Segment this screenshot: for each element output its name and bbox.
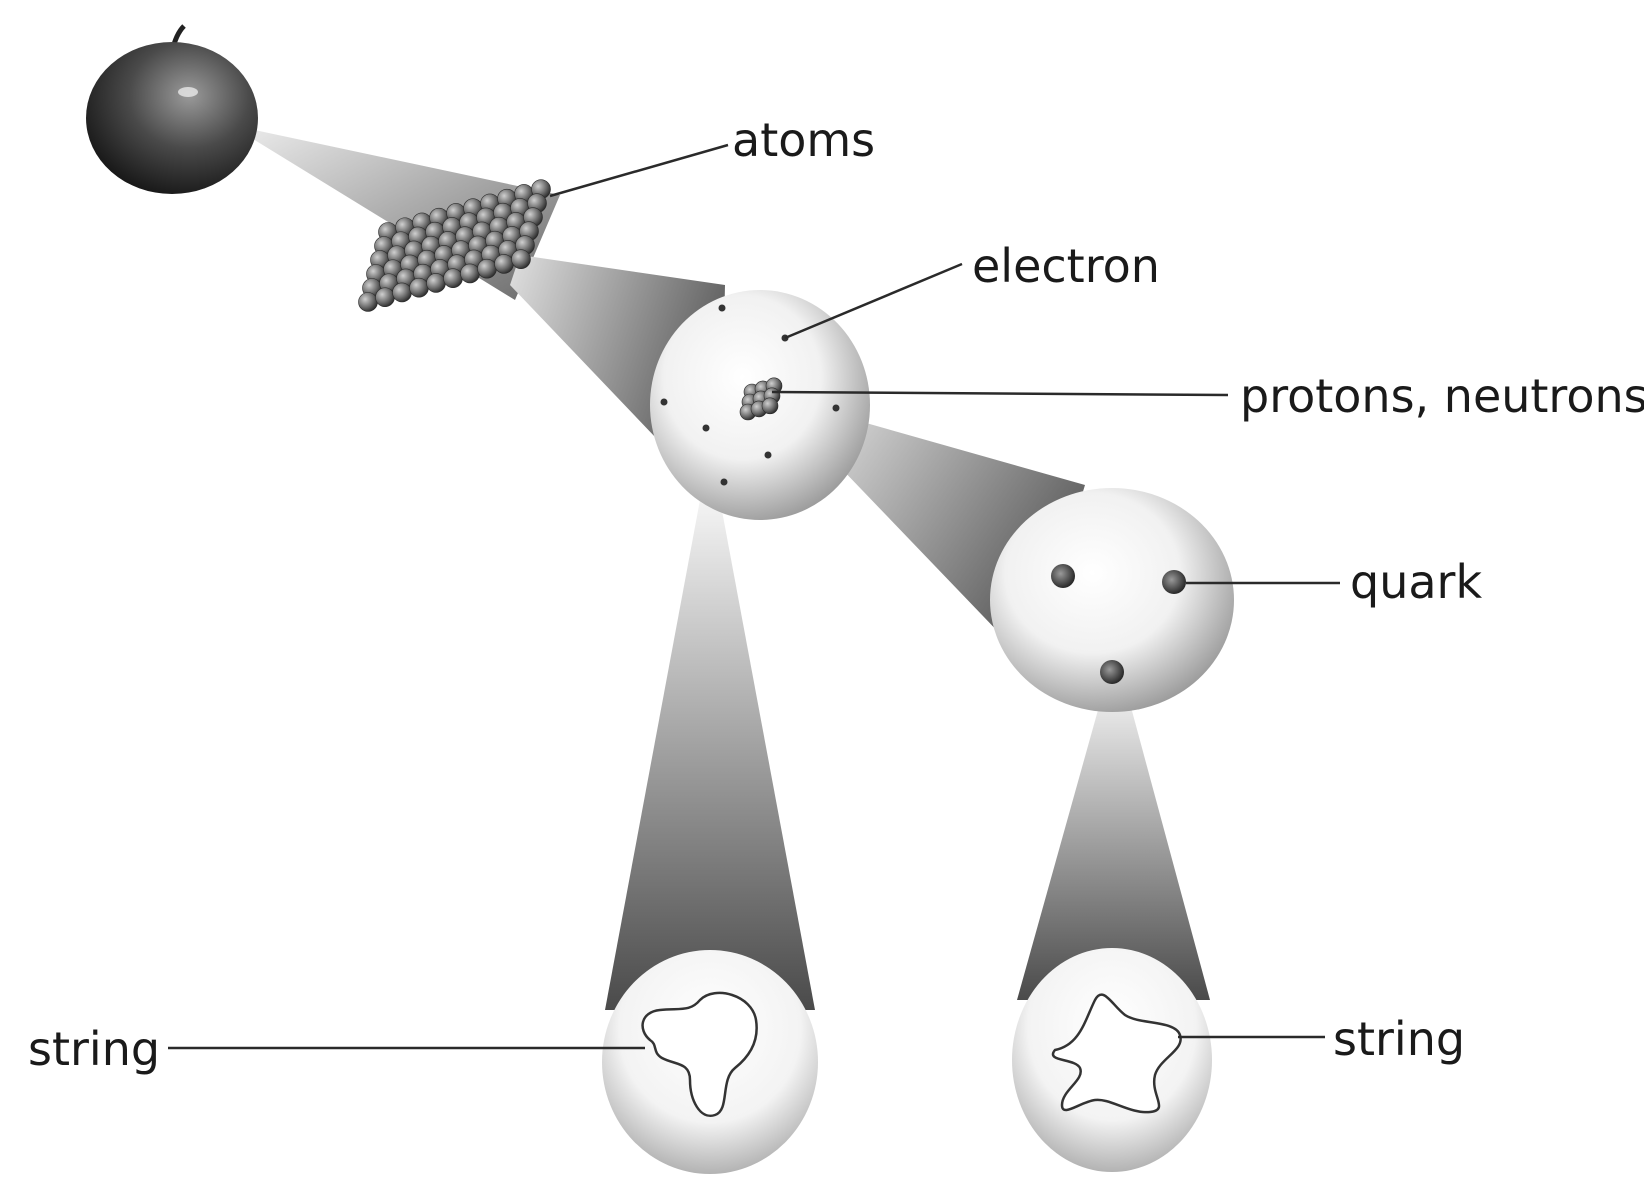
- beam-atom-to-string-left: [605, 500, 815, 1010]
- beam-proton-to-string-right: [1017, 685, 1210, 1000]
- nucleon-ball: [761, 397, 779, 415]
- string-loop-right: [1051, 993, 1182, 1114]
- leader-protons-neutrons: [771, 390, 1229, 397]
- atom-ball: [392, 282, 412, 303]
- atom-ball: [426, 273, 446, 293]
- label-string-right: string: [1333, 1012, 1465, 1066]
- label-protons-neutrons: protons, neutrons: [1240, 369, 1644, 423]
- label-string-left: string: [28, 1022, 160, 1076]
- electron-dots: [660, 304, 840, 486]
- leader-atoms: [549, 143, 729, 198]
- atom-ball: [494, 254, 514, 274]
- string-sphere-left: [602, 950, 818, 1174]
- atom-ball: [358, 292, 378, 312]
- proton-sphere: [990, 488, 1234, 712]
- quark-2: [1162, 570, 1186, 594]
- leader-electron: [784, 262, 963, 340]
- apple-icon: [86, 24, 258, 194]
- string-loop-left: [641, 991, 758, 1117]
- atom-ball: [375, 287, 395, 308]
- atom-ball: [511, 249, 531, 269]
- string-sphere-right: [1012, 948, 1212, 1172]
- atom-ball: [477, 258, 497, 279]
- nucleus: [739, 377, 783, 421]
- label-quark: quark: [1350, 555, 1482, 609]
- atom-ball: [443, 268, 463, 289]
- atom-ball: [409, 277, 429, 298]
- label-atoms: atoms: [732, 113, 875, 167]
- atom-ball: [460, 263, 480, 284]
- label-electron: electron: [972, 239, 1160, 293]
- quark-3: [1100, 660, 1124, 684]
- quark-1: [1051, 564, 1075, 588]
- atom-cluster: [358, 179, 551, 312]
